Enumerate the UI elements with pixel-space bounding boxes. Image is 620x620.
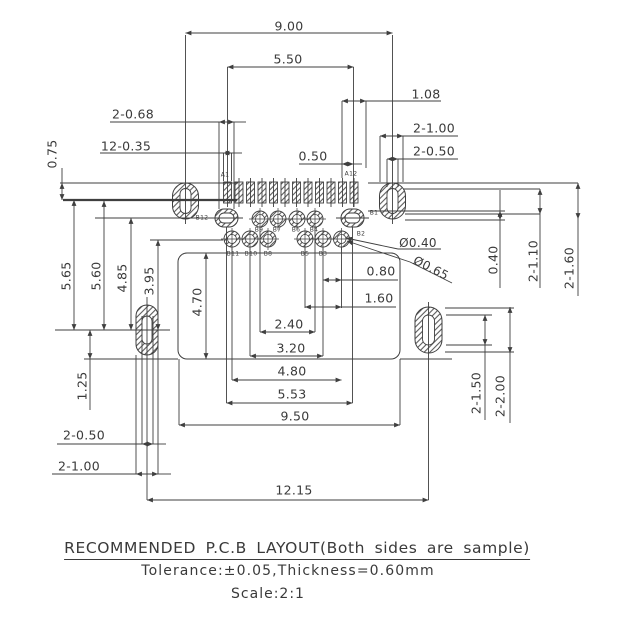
svg-text:A12: A12 xyxy=(345,171,358,178)
svg-text:B10: B10 xyxy=(245,251,258,258)
svg-text:B8: B8 xyxy=(264,251,273,258)
svg-text:B5: B5 xyxy=(301,251,310,258)
dimension-lines xyxy=(52,30,581,503)
svg-text:3.20: 3.20 xyxy=(276,341,305,356)
svg-text:9.50: 9.50 xyxy=(280,409,309,424)
svg-text:Ø0.40: Ø0.40 xyxy=(399,236,437,250)
svg-text:B2: B2 xyxy=(357,231,366,238)
svg-text:B7: B7 xyxy=(273,227,282,234)
svg-text:1.60: 1.60 xyxy=(364,291,393,306)
svg-text:B9: B9 xyxy=(255,227,264,234)
svg-text:2-1.60: 2-1.60 xyxy=(562,247,577,289)
svg-text:Ø0.65: Ø0.65 xyxy=(411,253,451,283)
svg-text:12.15: 12.15 xyxy=(275,483,312,498)
svg-text:4.70: 4.70 xyxy=(190,287,205,316)
svg-text:0.75: 0.75 xyxy=(45,139,60,168)
svg-text:B6: B6 xyxy=(292,227,301,234)
svg-text:0.40: 0.40 xyxy=(486,245,501,274)
drawing-title: RECOMMENDED P.C.B LAYOUT(Both sides are … xyxy=(64,539,530,560)
dimension-labels: 9.00 5.50 1.08 2-0.68 12-0.35 0.50 2-1.00 2-0.5… xyxy=(45,19,577,498)
svg-text:A1: A1 xyxy=(221,172,230,179)
scale-note: Scale:2:1 xyxy=(231,586,305,602)
svg-text:1.08: 1.08 xyxy=(411,87,440,102)
svg-text:2-2.00: 2-2.00 xyxy=(493,375,508,417)
svg-text:B1: B1 xyxy=(370,210,379,217)
svg-text:2.40: 2.40 xyxy=(274,317,303,332)
tolerance-note: Tolerance:±0.05,Thickness=0.60mm xyxy=(141,563,435,579)
svg-text:0.50: 0.50 xyxy=(298,149,327,164)
svg-text:2-1.00: 2-1.00 xyxy=(58,459,100,474)
svg-text:2-0.68: 2-0.68 xyxy=(112,107,154,122)
svg-text:2-1.00: 2-1.00 xyxy=(413,121,455,136)
svg-text:1.25: 1.25 xyxy=(75,371,90,400)
svg-text:5.53: 5.53 xyxy=(277,387,306,402)
svg-text:2-0.50: 2-0.50 xyxy=(413,144,455,159)
svg-text:5.50: 5.50 xyxy=(273,52,302,67)
svg-text:3.95: 3.95 xyxy=(142,266,157,295)
svg-text:5.60: 5.60 xyxy=(89,261,104,290)
svg-text:0.80: 0.80 xyxy=(366,264,395,279)
svg-text:B4: B4 xyxy=(310,227,319,234)
svg-text:4.85: 4.85 xyxy=(115,263,130,292)
svg-text:B11: B11 xyxy=(227,251,240,258)
svg-text:5.65: 5.65 xyxy=(59,261,74,290)
svg-text:2-1.50: 2-1.50 xyxy=(469,372,484,414)
svg-text:2-0.50: 2-0.50 xyxy=(63,428,105,443)
svg-text:2-1.10: 2-1.10 xyxy=(526,240,541,282)
svg-text:B12: B12 xyxy=(196,215,209,222)
svg-text:9.00: 9.00 xyxy=(274,19,303,34)
svg-text:4.80: 4.80 xyxy=(277,364,306,379)
svg-text:B3: B3 xyxy=(319,251,328,258)
svg-text:12-0.35: 12-0.35 xyxy=(101,139,151,154)
